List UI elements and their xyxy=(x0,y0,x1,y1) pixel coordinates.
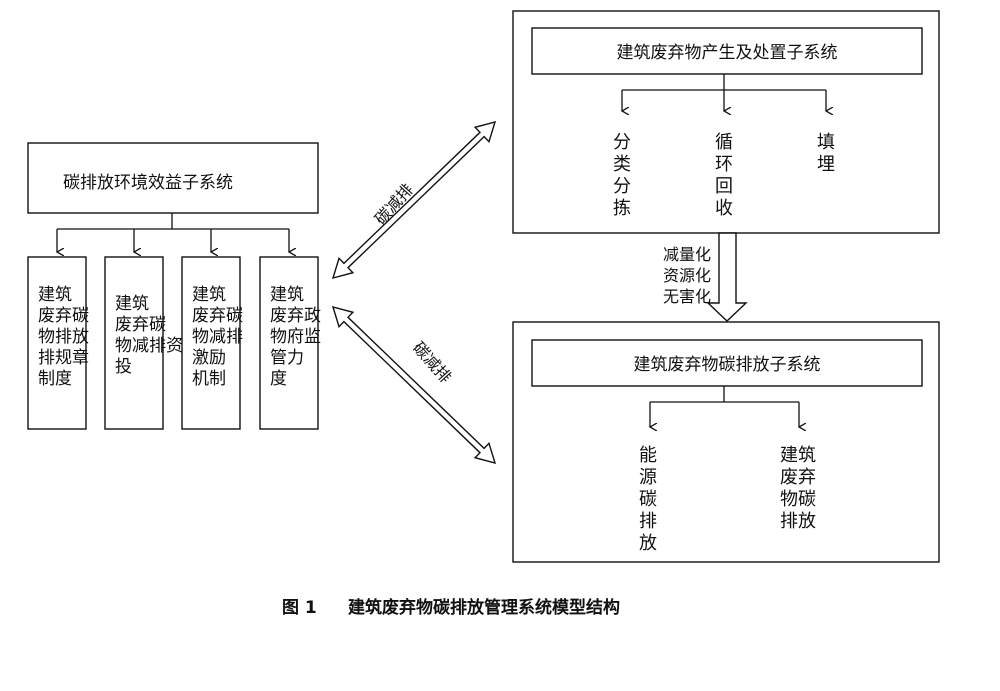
left-sub-box-line: 物减排资 xyxy=(115,336,183,356)
top-system-item-char: 循 xyxy=(715,132,733,153)
left-sub-box-line: 建筑 xyxy=(115,294,149,314)
top-system-connectors xyxy=(622,74,826,111)
figure-number: 图 1 xyxy=(282,598,317,618)
left-system-title: 碳排放环境效益子系统 xyxy=(63,173,233,193)
bottom-system-item-line: 放 xyxy=(639,533,657,554)
left-sub-box-incentive xyxy=(181,256,241,430)
hollow-down-arrow xyxy=(706,232,748,322)
left-sub-box-line: 管力 xyxy=(270,348,304,368)
left-sub-box-line: 物府监 xyxy=(270,327,321,347)
bottom-system-title: 建筑废弃物碳排放子系统 xyxy=(634,355,821,375)
left-sub-box-line: 制度 xyxy=(38,369,72,389)
bottom-system-title-box xyxy=(531,339,923,387)
left-system-title-box xyxy=(27,142,319,214)
double-arrow-upper xyxy=(331,120,497,280)
bottom-system-item-line: 碳 xyxy=(639,489,657,510)
left-sub-box-line: 建筑 xyxy=(192,285,226,305)
top-system-item-char: 类 xyxy=(613,154,631,175)
top-system-title: 建筑废弃物产生及处置子系统 xyxy=(617,43,838,63)
left-sub-box-line: 物减排 xyxy=(192,327,243,347)
left-sub-box-line: 物排放 xyxy=(38,327,89,347)
left-sub-box-line: 排规章 xyxy=(38,348,89,368)
top-system-item-char: 分 xyxy=(613,176,631,197)
bottom-system-item-line: 废弃 xyxy=(780,467,816,488)
left-sub-box-investment xyxy=(104,256,164,430)
left-sub-box-line: 废弃政 xyxy=(270,306,321,326)
bottom-system-item-line: 建筑 xyxy=(780,445,816,466)
top-system-item-char: 填 xyxy=(817,132,835,153)
bottom-system-item-line: 排放 xyxy=(780,511,816,532)
left-sub-box-line: 建筑 xyxy=(270,285,304,305)
top-system-item-char: 埋 xyxy=(817,154,835,175)
left-sub-box-line: 废弃碳 xyxy=(38,306,89,326)
top-system-item-char: 拣 xyxy=(613,198,631,219)
left-sub-box-line: 废弃碳 xyxy=(115,315,166,335)
bottom-system-item-line: 能 xyxy=(639,445,657,466)
left-sub-box-line: 废弃碳 xyxy=(192,306,243,326)
top-system-item-char: 收 xyxy=(715,198,733,219)
left-sub-box-supervision xyxy=(259,256,319,430)
top-system-item-char: 回 xyxy=(715,176,733,197)
bottom-system-connectors xyxy=(650,386,799,427)
figure-caption: 建筑废弃物碳排放管理系统模型结构 xyxy=(348,597,620,618)
left-system-connectors xyxy=(57,213,289,252)
bottom-system-item-line: 排 xyxy=(639,511,657,532)
top-system-item-char: 环 xyxy=(715,154,733,175)
bottom-system-item-line: 源 xyxy=(639,467,657,488)
middle-arrow-label-line: 无害化 xyxy=(663,287,711,306)
top-system-title-box xyxy=(531,27,923,75)
left-sub-box-line: 建筑 xyxy=(38,285,72,305)
lower-arrow-label: 碳减排 xyxy=(409,338,455,386)
middle-arrow-label-line: 减量化 xyxy=(663,245,711,264)
left-sub-box-line: 投 xyxy=(115,357,132,377)
double-arrow-lower xyxy=(331,305,497,465)
bottom-system-item-line: 物碳 xyxy=(780,489,816,510)
left-sub-box-line: 机制 xyxy=(192,369,226,389)
left-sub-box-line: 度 xyxy=(270,369,287,389)
left-system: 碳排放环境效益子系统 建筑废弃碳物排放排规章制度建筑废弃碳物减排资投建筑废弃碳物… xyxy=(27,142,321,430)
top-system-item-char: 分 xyxy=(613,132,631,153)
left-sub-box-texts: 建筑废弃碳物排放排规章制度建筑废弃碳物减排资投建筑废弃碳物减排激励机制建筑废弃政… xyxy=(38,285,321,389)
left-sub-box-line: 激励 xyxy=(192,348,226,368)
middle-arrow-label-line: 资源化 xyxy=(663,266,711,285)
left-sub-box-regulations xyxy=(27,256,87,430)
